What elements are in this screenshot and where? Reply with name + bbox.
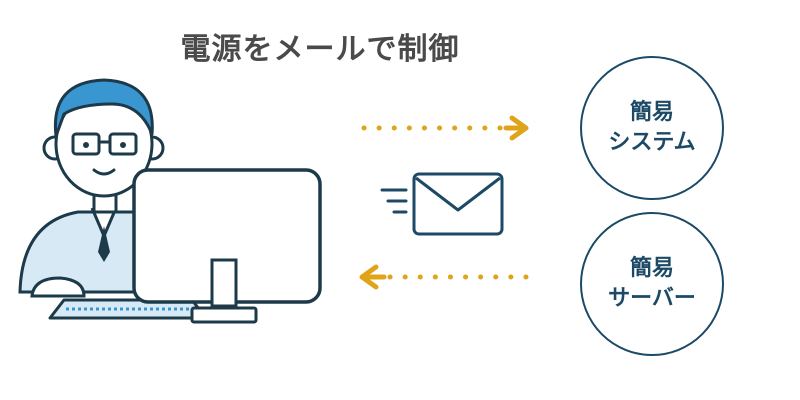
node-server-line-1: 簡易 (629, 256, 674, 281)
diagram-title: 電源をメールで制御 (180, 32, 460, 67)
node-system-line-1: 簡易 (629, 100, 674, 125)
node-server-line-2: サーバー (608, 286, 696, 311)
arrow-to-user (359, 264, 533, 290)
envelope-icon (380, 172, 504, 236)
monitor-icon (132, 168, 322, 324)
node-simple-server: 簡易 サーバー (580, 212, 724, 356)
node-simple-system: 簡易 システム (580, 56, 724, 200)
node-system-line-2: システム (608, 130, 696, 155)
arrow-to-system (361, 115, 529, 141)
